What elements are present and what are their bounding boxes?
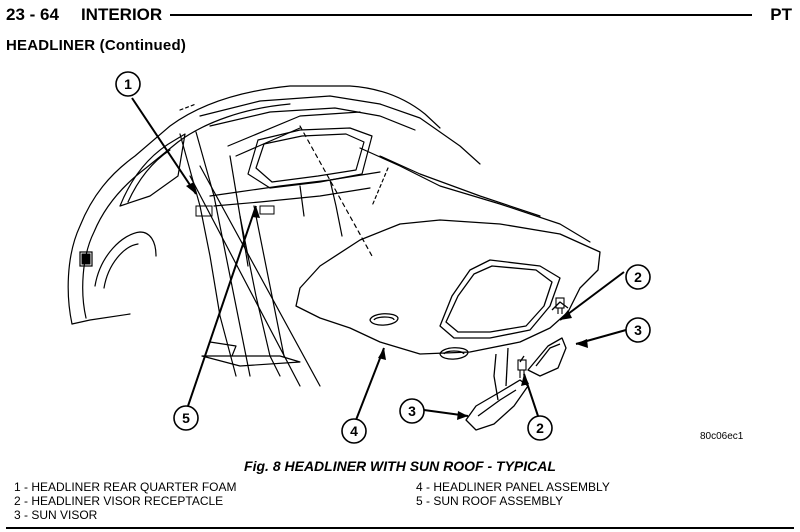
figure-code: 80c06ec1 [700,431,744,442]
section-title: HEADLINER (Continued) [6,37,187,54]
legend-item: 3 - SUN VISOR [14,508,98,522]
legend-item: 4 - HEADLINER PANEL ASSEMBLY [416,480,610,494]
callout-2-upper: 2 [625,264,651,290]
model-code: PT [770,5,792,24]
legend-right: 4 - HEADLINER PANEL ASSEMBLY 5 - SUN ROO… [416,480,610,508]
callout-3-right: 3 [625,317,651,343]
headliner-panel [295,219,601,401]
callout-4: 4 [341,418,367,444]
header-rule [170,14,752,16]
figure-caption: Fig. 8 HEADLINER WITH SUN ROOF - TYPICAL [244,458,556,474]
leader-arrowheads [186,182,588,420]
page-number: 23 - 64 [6,5,59,24]
vehicle-body-outline [67,85,591,387]
callout-2-lower: 2 [527,415,553,441]
legend-item: 5 - SUN ROOF ASSEMBLY [416,494,564,508]
svg-text:3: 3 [634,322,642,338]
svg-text:1: 1 [124,76,132,92]
page-header: 23 - 64 INTERIOR PT [0,0,800,34]
legend-item: 2 - HEADLINER VISOR RECEPTACLE [14,494,224,508]
svg-text:2: 2 [536,420,544,436]
rear-details [79,205,275,267]
svg-text:4: 4 [350,423,358,439]
svg-text:3: 3 [408,403,416,419]
callout-5: 5 [173,405,199,431]
figure-illustration: 1 2 3 4 5 2 3 [0,56,800,456]
headliner-diagram: 1 2 3 4 5 2 3 [67,71,651,444]
section-name: INTERIOR [80,5,163,24]
sun-visors [465,337,567,431]
footer-rule [6,527,794,529]
svg-text:2: 2 [634,269,642,285]
legend-left: 1 - HEADLINER REAR QUARTER FOAM 2 - HEAD… [14,480,236,522]
svg-text:5: 5 [182,410,190,426]
callout-3-left: 3 [399,398,425,424]
leader-lines [131,97,627,421]
legend-item: 1 - HEADLINER REAR QUARTER FOAM [14,480,237,494]
callout-1: 1 [115,71,141,97]
page-header-left: 23 - 64 INTERIOR [6,5,162,25]
